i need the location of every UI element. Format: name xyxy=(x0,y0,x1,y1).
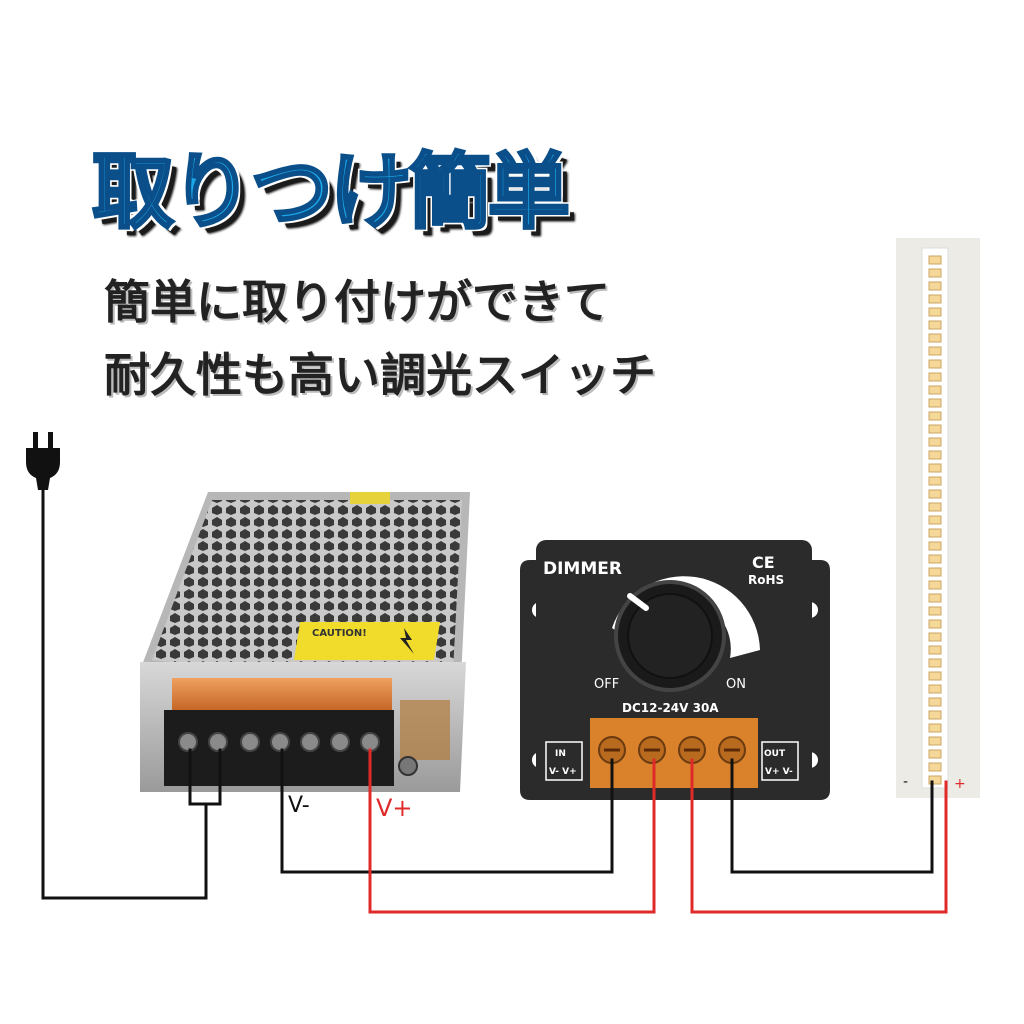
led-chip xyxy=(928,632,942,642)
led-chip xyxy=(928,255,942,265)
led-chip xyxy=(928,528,942,538)
led-chip xyxy=(928,359,942,369)
led-chip xyxy=(928,645,942,655)
hazard-icon xyxy=(400,628,414,654)
led-chip xyxy=(928,398,942,408)
led-chip xyxy=(928,593,942,603)
led-chip xyxy=(928,619,942,629)
caution-label: CAUTION! xyxy=(312,628,367,639)
out-label: OUT xyxy=(764,749,786,759)
led-chip xyxy=(928,515,942,525)
led-chip xyxy=(928,775,942,785)
led-chip xyxy=(928,606,942,616)
led-chip xyxy=(928,372,942,382)
led-chip xyxy=(928,385,942,395)
led-chip xyxy=(928,268,942,278)
power-supply-unit: CAUTION! xyxy=(140,492,470,792)
led-chip xyxy=(928,424,942,434)
vplus-input-wire xyxy=(368,748,656,914)
led-chip xyxy=(928,320,942,330)
ac-terminal-bridge xyxy=(188,748,222,806)
ce-mark: CE xyxy=(752,553,775,572)
rohs-mark: RoHS xyxy=(748,573,784,587)
led-chip xyxy=(928,489,942,499)
led-chip xyxy=(928,307,942,317)
led-chip xyxy=(928,658,942,668)
led-strip xyxy=(896,238,980,798)
led-chip xyxy=(928,697,942,707)
led-chip xyxy=(928,580,942,590)
ac-wire xyxy=(41,488,208,900)
led-chip xyxy=(928,554,942,564)
led-chip xyxy=(928,749,942,759)
led-chip xyxy=(928,333,942,343)
in-label: IN xyxy=(555,749,566,759)
led-chip xyxy=(928,723,942,733)
vplus-output-wire xyxy=(690,758,948,914)
vplus-label: V+ xyxy=(376,794,413,822)
led-chip xyxy=(928,671,942,681)
led-chip xyxy=(928,541,942,551)
vminus-output-wire xyxy=(730,758,934,874)
in-terminals-label: V- V+ xyxy=(549,767,577,777)
led-chip xyxy=(928,502,942,512)
off-label: OFF xyxy=(594,677,619,692)
terminal-cover xyxy=(172,678,392,714)
led-chip xyxy=(928,476,942,486)
led-chip xyxy=(928,762,942,772)
rating-label: DC12-24V 30A xyxy=(622,701,719,715)
description-line-2: 耐久性も高い調光スイッチ xyxy=(104,348,656,402)
led-chip xyxy=(928,684,942,694)
dimmer-unit: DIMMER CE RoHS OFF ON DC12-24V 30A IN V-… xyxy=(520,540,830,800)
description-line-1: 簡単に取り付けができて xyxy=(104,275,610,329)
vminus-input-wire xyxy=(280,748,614,874)
led-chip xyxy=(928,411,942,421)
dimmer-brand-label: DIMMER xyxy=(543,559,622,579)
dimmer-knob[interactable] xyxy=(614,580,726,692)
vminus-label: V- xyxy=(288,793,310,818)
led-chip xyxy=(928,463,942,473)
out-terminals-label: V+ V- xyxy=(765,767,793,777)
led-plus-label: + xyxy=(954,776,966,792)
power-plug-icon xyxy=(26,432,60,490)
led-chip xyxy=(928,710,942,720)
led-chip xyxy=(928,281,942,291)
wiring xyxy=(41,488,948,914)
led-chip xyxy=(928,567,942,577)
led-chip xyxy=(928,346,942,356)
led-minus-label: - xyxy=(903,774,908,790)
led-chip xyxy=(928,450,942,460)
led-chips xyxy=(928,255,942,785)
led-chip xyxy=(928,437,942,447)
on-label: ON xyxy=(726,677,746,692)
led-chip xyxy=(928,736,942,746)
led-chip xyxy=(928,294,942,304)
headline: 取りつけ簡単 xyxy=(91,144,572,242)
